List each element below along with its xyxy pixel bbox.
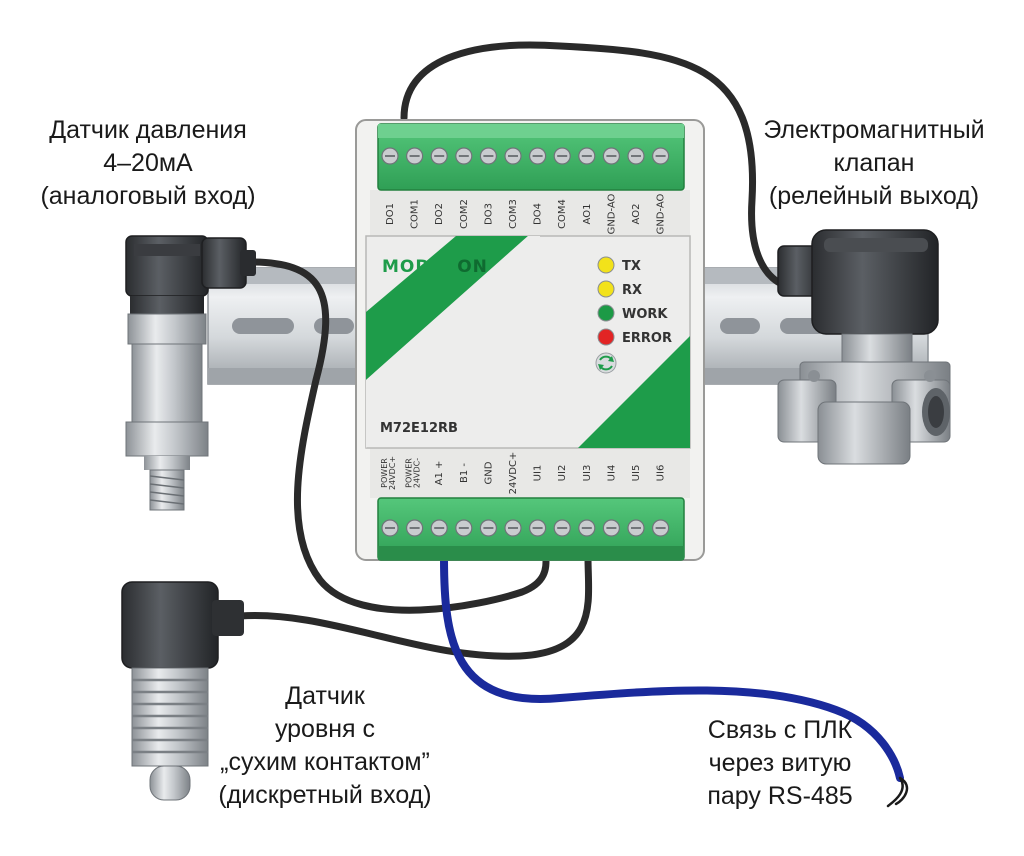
terminal-label: COM4 [557,199,568,229]
brand-logo: MODERON [382,257,488,277]
terminal-label: GND-AO [656,193,667,234]
pressure-sensor-caption: Датчик давления 4–20мА (аналоговый вход) [14,114,282,213]
caption-line: (дискретный вход) [218,781,432,809]
terminal-label: A1 + [434,461,445,486]
controller-module: DO1 COM1 DO2 COM2 DO3 COM3 DO4 COM4 AO1 GND-AO AO2… [355,119,705,561]
terminal-label: DO4 [533,203,544,225]
valve-cable [400,41,786,288]
terminal-label: AO1 [582,204,593,225]
caption-line: пару RS-485 [707,782,853,810]
terminal-label: UI5 [631,465,642,482]
led-label: ERROR [622,331,672,346]
sync-icon [595,352,617,374]
valve-caption: Электромагнитный клапан (релейный выход) [742,114,1006,213]
pressure-sensor [125,235,256,511]
terminal-label: 24VDC+ [508,452,519,495]
terminal-label: POWER [380,458,389,488]
caption-line: 4–20мА [103,149,193,177]
terminal-label: B1 - [459,463,470,483]
bottom-terminal-screws [381,519,670,537]
level-sensor [121,581,244,801]
top-terminal-labels: DO1 COM1 DO2 COM2 DO3 COM3 DO4 COM4 AO1 GND-AO AO2… [385,193,667,234]
rs485-cable [440,554,904,782]
terminal-label: 24VDC+ [388,456,397,490]
caption-line: Датчик давления [49,116,247,144]
caption-line: Связь с ПЛК [707,716,853,744]
terminal-label: DO2 [434,203,445,225]
front-panel [365,235,691,449]
terminal-label: DO1 [385,203,396,225]
caption-line: Электромагнитный [763,116,985,144]
solenoid-valve [777,229,951,465]
terminal-label: COM2 [459,199,470,229]
caption-line: „сухим контактом” [220,748,430,776]
caption-line: уровня с [274,715,376,743]
caption-line: Датчик [285,682,365,710]
terminal-label: UI1 [533,465,544,482]
terminal-label: UI3 [582,465,593,482]
led-label: TX [622,259,641,274]
terminal-label: 24VDC- [413,458,422,488]
level-cable [236,554,593,660]
terminal-label: AO2 [631,204,642,225]
status-leds: TX RX WORK ERROR [597,256,672,346]
cables [236,41,909,808]
terminal-label: DO3 [483,203,494,225]
caption-line: (релейный выход) [768,182,980,210]
brand-logo-accent: ON [457,257,488,277]
status-led [597,256,615,274]
caption-line: (аналоговый вход) [40,182,256,210]
rs485-wire-end [886,776,909,808]
terminal-label: UI6 [656,465,667,482]
caption-line: клапан [833,149,915,177]
model-label: M72E12RB [380,421,458,436]
terminal-label: COM3 [508,199,519,229]
terminal-label: COM1 [410,199,421,229]
led-label: RX [622,283,642,298]
led-label: WORK [622,307,668,322]
plc-caption: Связь с ПЛК через витую пару RS-485 [674,714,886,813]
pressure-cable [246,258,550,614]
top-terminal-screws [381,147,670,165]
caption-line: через витую [708,749,852,777]
level-sensor-caption: Датчик уровня с „сухим контактом” (дискр… [196,680,454,812]
terminal-label: GND-AO [606,193,617,234]
terminal-label: UI4 [606,465,617,482]
status-led [597,328,615,346]
status-led [597,304,615,322]
status-led [597,280,615,298]
terminal-label: POWER [405,458,414,488]
terminal-label: UI2 [557,465,568,482]
terminal-label: GND [483,461,494,484]
